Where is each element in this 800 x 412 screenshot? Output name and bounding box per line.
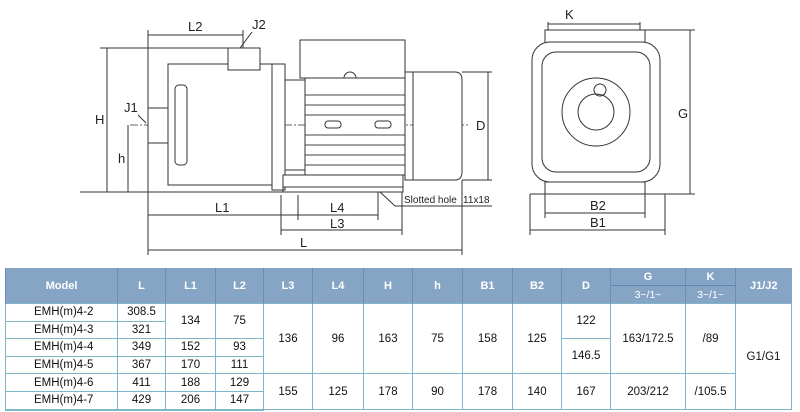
label-d: D (476, 118, 485, 133)
label-l4: L4 (330, 200, 344, 215)
table-row: EMH(m)4-5 367 170 111 (5, 355, 792, 375)
cell-b1: 158 (462, 302, 513, 375)
cell-j1-j2: G1/G1 (735, 302, 792, 411)
label-g: G (678, 106, 688, 121)
cell-h: 75 (412, 302, 463, 375)
cell-b2: 125 (512, 302, 562, 375)
header-l: L (117, 268, 166, 304)
cell-model: EMH(m)4-4 (5, 338, 118, 357)
label-k: K (565, 7, 574, 22)
cell-model: EMH(m)4-2 (5, 303, 118, 322)
cell-l4: 96 (312, 302, 364, 375)
cell-l: 429 (117, 390, 166, 411)
label-slot-size: 11x18 (463, 195, 490, 206)
cell-l1: 134 (165, 302, 216, 340)
table-row: EMH(m)4-2 308.5 134 75 136 96 163 75 158… (5, 302, 792, 411)
label-l3: L3 (330, 216, 344, 231)
header-h: h (412, 268, 463, 304)
cell-H: 163 (363, 302, 413, 375)
header-b1: B1 (462, 268, 513, 304)
front-view (529, 22, 695, 235)
cell-l1: 170 (165, 355, 216, 375)
cell-l1: 152 (165, 338, 216, 357)
header-l3: L3 (263, 268, 313, 304)
cell-l: 321 (117, 320, 166, 340)
subheader-k: 3~/1~ (685, 285, 736, 304)
table-row: EMH(m)4-6 411 188 129 155 125 178 90 178… (5, 373, 792, 411)
label-b1: B1 (590, 215, 606, 230)
side-view (80, 30, 492, 255)
cell-model: EMH(m)4-6 (5, 373, 118, 392)
cell-l2: 129 (215, 373, 264, 392)
cell-d: 122 (561, 302, 611, 340)
cell-l1: 188 (165, 373, 216, 392)
label-b2: B2 (590, 198, 606, 213)
cell-b2: 140 (512, 373, 562, 411)
cell-l4: 125 (312, 373, 364, 411)
header-g: G (610, 268, 686, 286)
cell-model: EMH(m)4-7 (5, 390, 118, 411)
header-l2: L2 (215, 268, 264, 304)
label-slotted-hole: Slotted hole (404, 195, 457, 206)
cell-H: 178 (363, 373, 413, 411)
cell-l2: 111 (215, 355, 264, 375)
header-b2: B2 (512, 268, 562, 304)
label-j1: J1 (124, 100, 138, 115)
header-l4: L4 (312, 268, 364, 304)
cell-k: /105.5 (685, 373, 736, 411)
cell-l2: 93 (215, 338, 264, 357)
label-h-lower: h (118, 151, 125, 166)
cell-h: 90 (412, 373, 463, 411)
header-k: K (685, 268, 736, 286)
cell-d: 167 (561, 373, 611, 411)
label-l: L (300, 235, 307, 250)
cell-l1: 206 (165, 390, 216, 411)
cell-g: 163/172.5 (610, 302, 686, 375)
cell-model: EMH(m)4-3 (5, 320, 118, 340)
cell-l: 367 (117, 355, 166, 375)
table-row: EMH(m)4-7 429 206 147 (5, 390, 792, 411)
cell-l2: 147 (215, 390, 264, 411)
label-j2: J2 (252, 17, 266, 32)
header-model: Model (5, 268, 118, 304)
cell-l3: 155 (263, 373, 313, 411)
cell-b1: 178 (462, 373, 513, 411)
cell-model: EMH(m)4-5 (5, 355, 118, 375)
cell-k: /89 (685, 302, 736, 375)
subheader-g: 3~/1~ (610, 285, 686, 304)
pump-dimension-drawing: L2 J2 H J1 h D L1 L4 L3 L Slotted hole 1… (80, 7, 695, 255)
header-j1-j2: J1/J2 (735, 268, 792, 304)
cell-l3: 136 (263, 302, 313, 375)
cell-l2: 75 (215, 302, 264, 340)
cell-l: 308.5 (117, 303, 166, 322)
cell-l: 349 (117, 338, 166, 357)
label-h-upper: H (95, 112, 104, 127)
label-l1: L1 (215, 200, 229, 215)
dimension-table: Model L L1 L2 L3 L4 H h B1 B2 D G K J1/J… (5, 268, 792, 411)
cell-g: 203/212 (610, 373, 686, 411)
cell-d: 146.5 (561, 338, 611, 375)
header-l1: L1 (165, 268, 216, 304)
label-l2: L2 (188, 19, 202, 34)
cell-l: 411 (117, 373, 166, 392)
header-H: H (363, 268, 413, 304)
header-d: D (561, 268, 611, 304)
